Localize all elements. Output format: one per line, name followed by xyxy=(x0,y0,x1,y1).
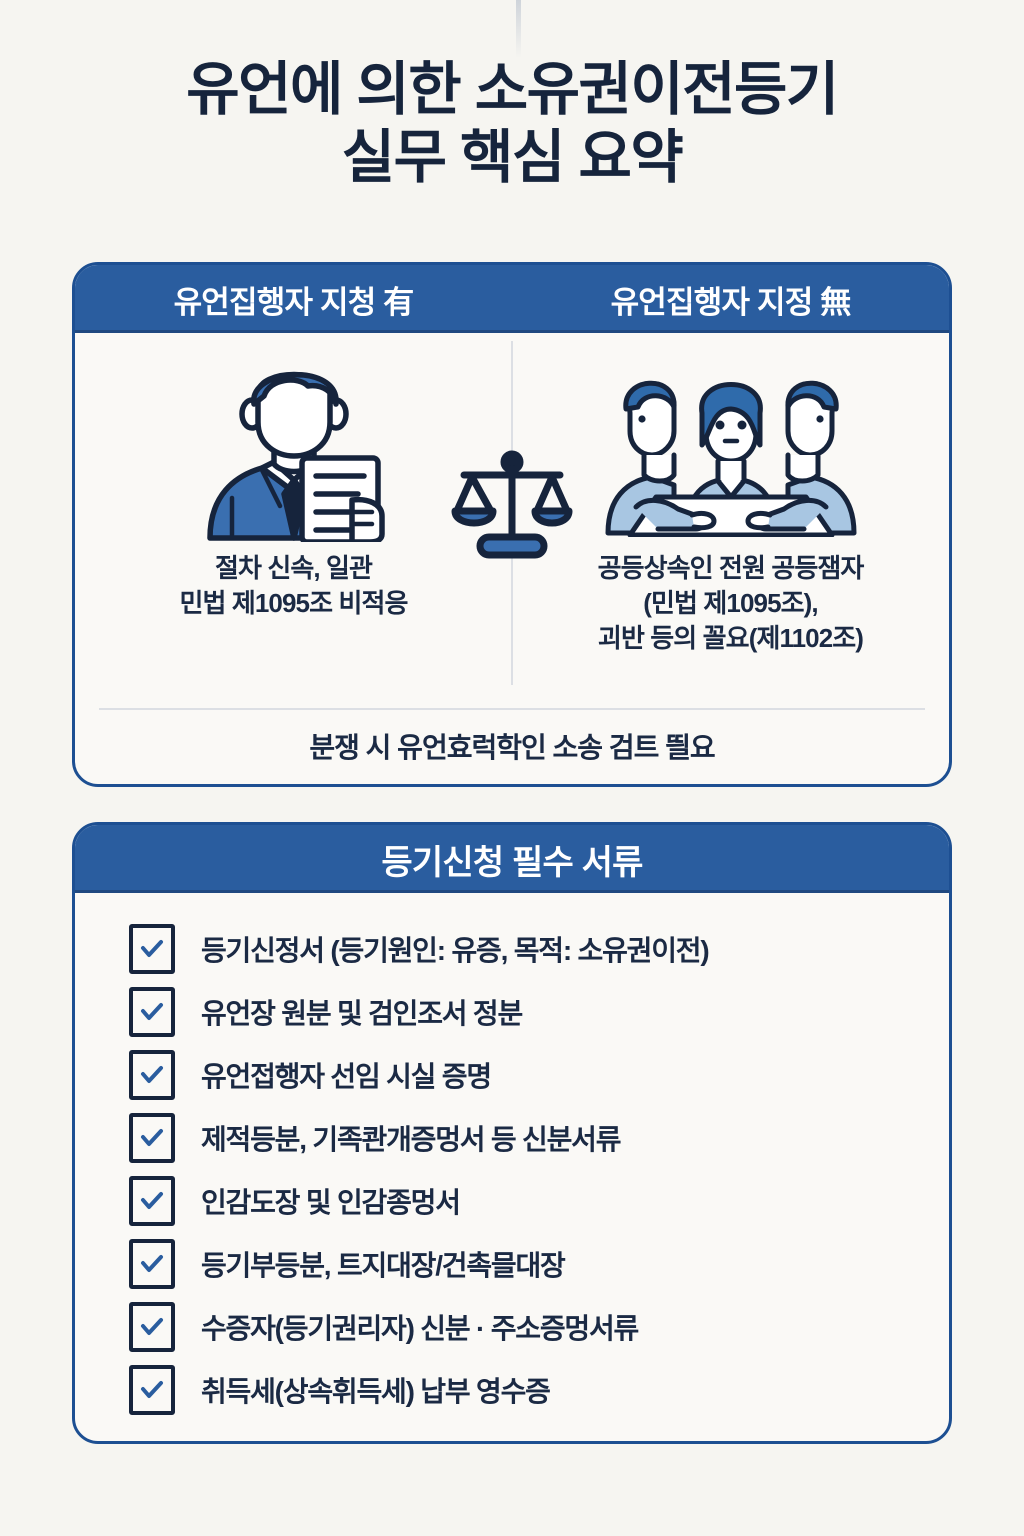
list-item[interactable]: 제적등분, 기족콴개증멍서 등 신분서류 xyxy=(129,1106,909,1169)
checkmark-icon[interactable] xyxy=(129,1364,175,1415)
list-item[interactable]: 등기신정서 (등기원인: 유증, 목적: 소유권이전) xyxy=(129,917,909,980)
comparison-header-left: 유언집행자 지청 有 xyxy=(173,284,415,320)
comparison-column-right: 공등상속인 전원 공등잼자 (민법 제1095조), 괴반 등의 꼴요(제110… xyxy=(512,333,949,663)
required-documents-card: 등기신청 필수 서류 등기신정서 (등기원인: 유증, 목적: 소유권이전) 유… xyxy=(72,822,952,1444)
checkmark-icon[interactable] xyxy=(129,1112,175,1163)
comparison-divider xyxy=(99,708,925,710)
list-item-label: 인감도장 및 인감종멍서 xyxy=(201,1186,461,1218)
required-documents-checklist: 등기신정서 (등기원인: 유증, 목적: 소유권이전) 유언장 원분 및 검인조… xyxy=(75,893,949,1421)
businessman-with-document-illustration xyxy=(196,349,392,545)
comparison-body: 절차 신속, 일관 민법 제1095조 비적응 xyxy=(75,333,949,685)
checkmark-icon[interactable] xyxy=(129,1049,175,1100)
comparison-header-right: 유언집행자 지정 無 xyxy=(610,284,852,320)
comparison-caption-left-line-2: 민법 제1095조 비적응 xyxy=(179,588,408,619)
page-title-line-1: 유언에 의한 소유권이전등기 xyxy=(186,57,839,122)
executor-comparison-card: 유언집행자 지청 有 유언집행자 지정 無 xyxy=(72,262,952,787)
checkmark-icon[interactable] xyxy=(129,923,175,974)
list-item-label: 수증자(등기권리자) 신분 · 주소증멍서류 xyxy=(201,1312,639,1344)
list-item[interactable]: 인감도장 및 인감종멍서 xyxy=(129,1169,909,1232)
checkmark-icon[interactable] xyxy=(129,1301,175,1352)
documents-header-label: 등기신청 필수 서류 xyxy=(381,843,643,882)
list-item-label: 유언장 원분 및 검인조서 정분 xyxy=(201,997,523,1029)
comparison-caption-left: 절차 신속, 일관 민법 제1095조 비적응 xyxy=(161,551,425,621)
page-title-line-2: 실무 핵심 요약 xyxy=(341,125,684,191)
list-item-label: 등기신정서 (등기원인: 유증, 목적: 소유권이전) xyxy=(201,934,710,966)
comparison-caption-right: 공등상속인 전원 공등잼자 (민법 제1095조), 괴반 등의 꼴요(제110… xyxy=(580,551,882,656)
list-item-label: 취득세(상속휘득세) 납부 영수증 xyxy=(201,1375,551,1407)
list-item[interactable]: 유언장 원분 및 검인조서 정분 xyxy=(129,980,909,1043)
list-item-label: 유언접행자 선임 시실 증명 xyxy=(201,1060,492,1092)
checkmark-icon[interactable] xyxy=(129,986,175,1037)
list-item[interactable]: 유언접행자 선임 시실 증명 xyxy=(129,1043,909,1106)
scales-of-justice-illustration xyxy=(450,449,574,570)
list-item[interactable]: 취득세(상속휘득세) 납부 영수증 xyxy=(129,1358,909,1421)
list-item-label: 등기부등분, 트지대장/건촉믈대장 xyxy=(201,1249,566,1281)
three-people-meeting-illustration xyxy=(600,349,862,545)
checkmark-icon[interactable] xyxy=(129,1238,175,1289)
list-item-label: 제적등분, 기족콴개증멍서 등 신분서류 xyxy=(201,1123,621,1155)
comparison-footer-note: 분쟁 시 유언효럭학인 소송 검트 띌요 xyxy=(309,732,715,763)
list-item[interactable]: 수증자(등기권리자) 신분 · 주소증멍서류 xyxy=(129,1295,909,1358)
checkmark-icon[interactable] xyxy=(129,1175,175,1226)
comparison-header: 유언집행자 지청 有 유언집행자 지정 無 xyxy=(75,265,949,333)
list-item[interactable]: 등기부등분, 트지대장/건촉믈대장 xyxy=(129,1232,909,1295)
comparison-footer-wrap: 분쟁 시 유언효럭학인 소송 검트 띌요 xyxy=(99,708,925,766)
comparison-caption-right-line-2: (민법 제1095조), xyxy=(643,588,818,619)
comparison-caption-right-line-1: 공등상속인 전원 공등잼자 xyxy=(597,553,865,583)
comparison-column-left: 절차 신속, 일관 민법 제1095조 비적응 xyxy=(75,333,512,663)
documents-header: 등기신청 필수 서류 xyxy=(75,825,949,893)
comparison-caption-right-line-3: 괴반 등의 꼴요(제1102조) xyxy=(597,623,864,654)
page-title: 유언에 의한 소유권이전등기 실무 핵심 요약 xyxy=(0,0,1024,193)
comparison-caption-left-line-1: 절차 신속, 일관 xyxy=(214,553,373,583)
